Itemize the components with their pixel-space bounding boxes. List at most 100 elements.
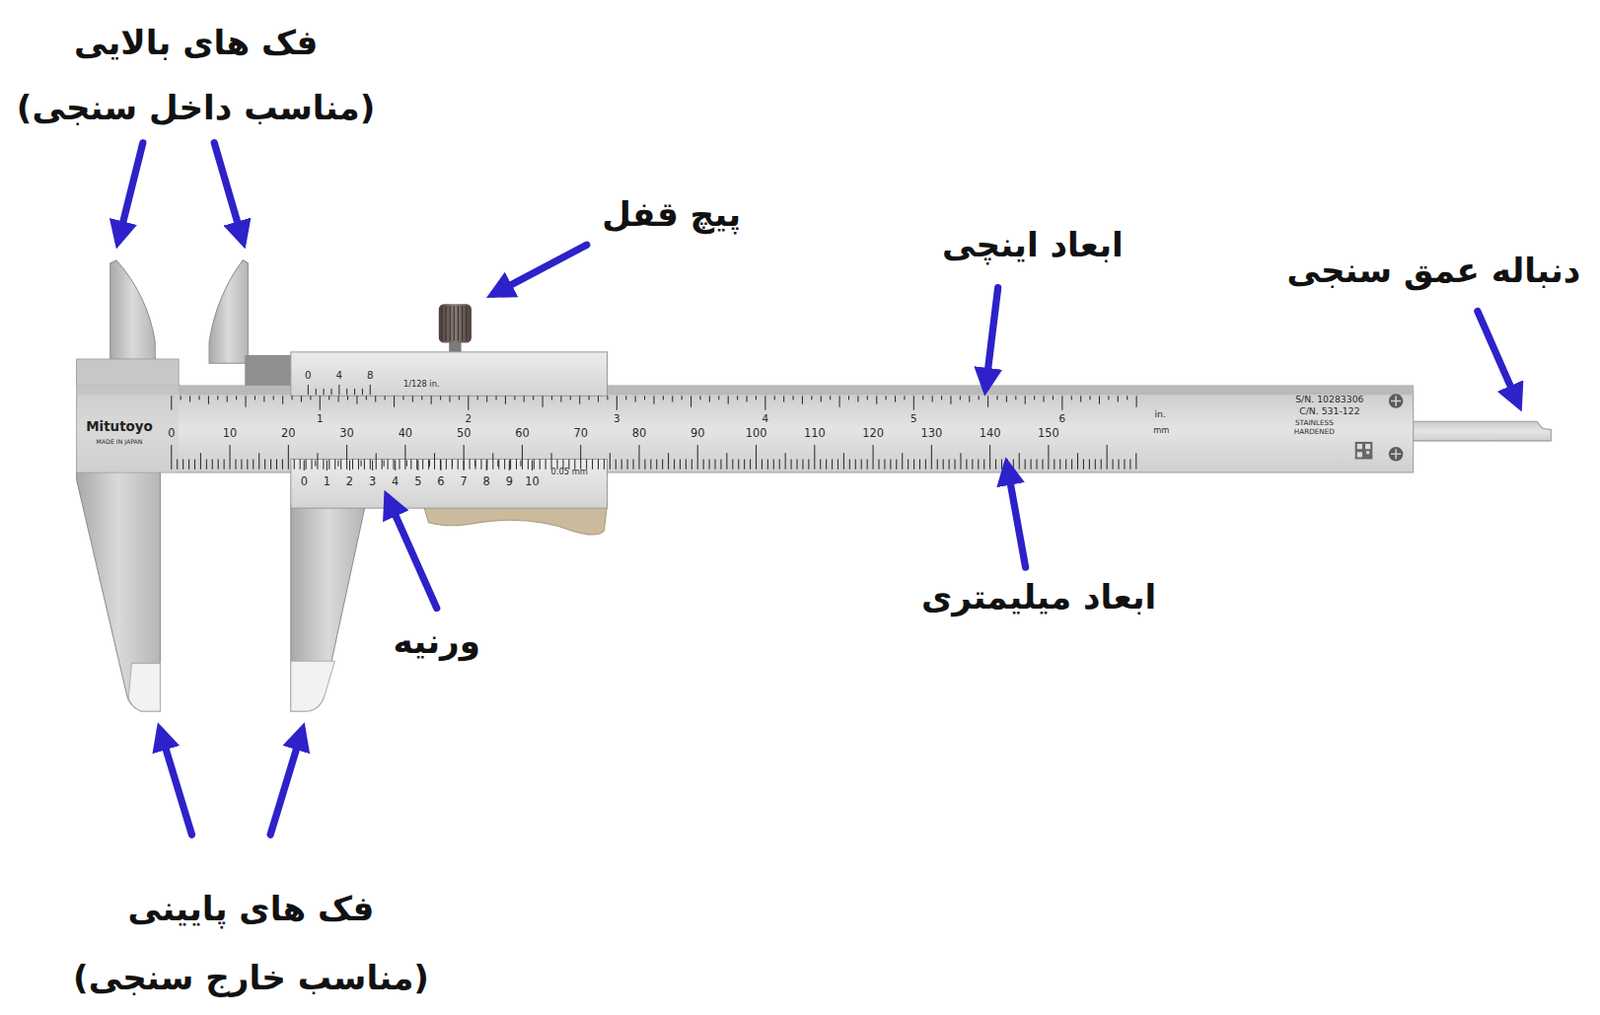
knurl-line: [445, 305, 447, 341]
scale-tick: [731, 458, 733, 469]
scale-tick: [971, 458, 973, 469]
leader-arrow: [494, 244, 587, 294]
scale-tick: [925, 458, 927, 469]
callout-arrows: [118, 143, 1519, 835]
scale-tick: [504, 458, 506, 469]
scale-tick: [690, 395, 692, 407]
scale-tick: [326, 460, 328, 471]
scale-tick: [365, 395, 367, 400]
scale-tick: [1080, 395, 1082, 402]
scale-tick: [635, 395, 637, 402]
inch-scale-number: 5: [910, 414, 918, 425]
scale-tick: [371, 460, 373, 471]
scale-tick: [837, 458, 839, 469]
scale-tick: [417, 460, 419, 471]
scale-tick: [919, 458, 921, 469]
scale-tick: [346, 444, 348, 470]
scale-tick: [703, 458, 705, 469]
scale-tick: [773, 458, 775, 469]
scale-tick: [338, 395, 340, 402]
scale-tick: [412, 395, 414, 402]
scale-tick: [861, 458, 863, 469]
scale-tick: [913, 458, 915, 469]
scale-tick: [774, 395, 776, 400]
scale-tick: [1100, 458, 1102, 469]
inch-scale-number: 6: [1059, 414, 1067, 425]
vernier-number: 0: [300, 476, 308, 488]
scale-tick: [819, 458, 821, 469]
scale-tick: [486, 395, 488, 402]
scale-tick: [948, 458, 950, 469]
slider-lower-jaw: [290, 505, 366, 712]
scale-tick: [968, 395, 970, 402]
leader-arrow: [118, 143, 144, 241]
part-label: فک های پایینی: [128, 891, 375, 926]
scale-tick: [709, 458, 711, 469]
leader-arrow: [387, 498, 437, 609]
scale-tick: [937, 458, 939, 469]
mm-scale-number: 30: [339, 428, 354, 439]
scale-tick: [180, 395, 182, 400]
scale-tick: [673, 458, 675, 469]
qr-code: [1355, 441, 1374, 460]
scale-tick: [170, 444, 172, 470]
scale-tick: [1112, 458, 1114, 469]
scale-tick: [245, 395, 247, 407]
mm-scale-number: 40: [398, 428, 413, 439]
scale-tick: [779, 458, 781, 469]
unit-mark: in.: [1154, 409, 1165, 419]
mm-scale-number: 150: [1037, 428, 1060, 439]
inch-scale-number: 3: [613, 414, 621, 425]
scale-tick: [477, 395, 479, 400]
scale-tick: [217, 395, 219, 400]
mm-scale-number: 10: [222, 428, 237, 439]
scale-tick: [727, 395, 729, 404]
scale-tick: [188, 458, 190, 469]
part-label: ابعاد میلیمتری: [921, 580, 1157, 614]
scale-tick: [223, 458, 225, 469]
scale-tick: [429, 460, 431, 467]
scale-tick: [855, 458, 857, 469]
scale-tick: [907, 458, 909, 469]
scale-tick: [1077, 452, 1079, 470]
scale-tick: [903, 395, 905, 400]
vernier-number: 3: [368, 476, 376, 488]
scale-tick: [749, 458, 751, 469]
scale-tick: [235, 395, 237, 400]
scale-tick: [363, 458, 365, 469]
scale-tick: [1024, 395, 1026, 404]
scale-tick: [1071, 458, 1073, 469]
scale-tick: [254, 395, 256, 400]
scale-tick: [1090, 395, 1091, 400]
inch-vernier-number: 8: [366, 370, 374, 381]
leader-arrow: [985, 288, 998, 388]
scale-tick: [300, 395, 302, 402]
code-number: C/N. 531-122: [1299, 407, 1360, 417]
scale-tick: [402, 395, 404, 400]
scale-tick: [498, 458, 500, 469]
scale-tick: [497, 460, 499, 467]
scale-tick: [319, 395, 321, 410]
knurling: [441, 305, 467, 341]
scale-tick: [1083, 458, 1085, 469]
slider-upper-jaw: [209, 260, 248, 364]
inch-scale-number: 2: [465, 414, 473, 425]
scale-tick: [394, 460, 396, 471]
scale-tick: [270, 458, 272, 469]
slider-jaw-neck: [244, 355, 296, 388]
scale-tick: [523, 395, 525, 402]
thumb-grip: [423, 505, 607, 535]
fixed-lower-jaw: [76, 469, 161, 712]
scale-tick: [200, 452, 202, 470]
scale-tick: [340, 458, 342, 469]
scale-tick: [451, 458, 453, 469]
scale-tick: [813, 444, 815, 470]
scale-tick: [560, 395, 562, 402]
scale-tick: [1061, 395, 1063, 410]
scale-tick: [314, 460, 316, 467]
scale-tick: [609, 452, 611, 470]
scale-tick: [791, 458, 793, 469]
mm-scale-number: 120: [862, 428, 884, 439]
scale-tick: [1135, 452, 1137, 470]
knurl-line: [440, 305, 442, 341]
